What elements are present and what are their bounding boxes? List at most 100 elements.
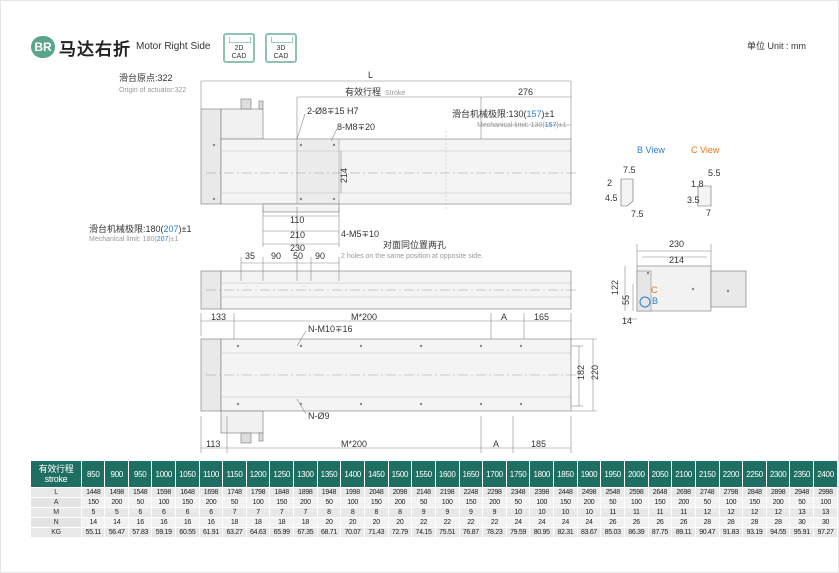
dim-230: 230 [290, 243, 305, 253]
table-cell: 150 [175, 497, 200, 508]
table-cell: 200 [482, 497, 507, 508]
table-cell: 2448 [553, 487, 578, 498]
table-cell: 1698 [198, 487, 224, 498]
stroke-header-cell: 1650 [458, 460, 484, 488]
table-cell: 30 [813, 517, 838, 528]
cad-2d-sub: CAD [231, 53, 247, 60]
cad-2d-button[interactable]: 2D CAD [223, 33, 255, 63]
row-label: N [29, 517, 83, 528]
table-cell: 80.95 [529, 527, 555, 538]
table-cell: 67.35 [293, 527, 318, 538]
table-cell: 1548 [127, 487, 153, 498]
cad-3d-button[interactable]: 3D CAD [265, 33, 297, 63]
table-cell: 1798 [245, 487, 271, 498]
technical-drawing: 滑台原点:322 Origin of actuator:322 L 有效行程 S… [89, 70, 747, 453]
table-cell: 150 [269, 497, 295, 508]
table-cell: 16 [151, 517, 177, 528]
table-cell: 90.47 [694, 527, 720, 538]
table-cell: 2148 [411, 487, 436, 498]
table-cell: 7 [269, 507, 295, 518]
table-cell: 20 [340, 517, 365, 528]
table-cell: 28 [718, 517, 744, 528]
table-cell: 94.55 [765, 527, 791, 538]
section-dim-230: 230 [669, 239, 684, 249]
table-cell: 64.63 [245, 527, 271, 538]
table-cell: 60.55 [175, 527, 200, 538]
table-cell: 200 [198, 497, 224, 508]
table-cell: 2398 [529, 487, 555, 498]
table-cell: 100 [434, 497, 460, 508]
stroke-header-cn: 有效行程 [38, 464, 74, 474]
page-subtitle: Motor Right Side [136, 41, 211, 52]
table-cell: 1448 [81, 487, 106, 498]
b-dim-4-5: 4.5 [605, 193, 618, 203]
table-cell: 78.23 [482, 527, 507, 538]
origin-label-en: Origin of actuator:322 [119, 87, 186, 94]
table-cell: 100 [151, 497, 177, 508]
table-cell: 87.75 [647, 527, 673, 538]
table-cell: 6 [175, 507, 200, 518]
table-cell: 2898 [765, 487, 791, 498]
table-cell: 50 [505, 497, 531, 508]
table-cell: 100 [623, 497, 649, 508]
table-cell: 18 [245, 517, 271, 528]
stroke-header-cell: 1300 [293, 460, 318, 488]
table-cell: 7 [245, 507, 271, 518]
section-marker-c: C [651, 285, 658, 295]
table-cell: 12 [742, 507, 767, 518]
dim-A-bottom: A [493, 439, 499, 449]
table-cell: 83.67 [576, 527, 602, 538]
table-cell: 79.59 [505, 527, 531, 538]
c-dim-5-5: 5.5 [708, 168, 721, 178]
stroke-header-cell: 1250 [269, 460, 295, 488]
section-marker-b: B [652, 296, 658, 306]
table-cell: 2998 [813, 487, 838, 498]
c-dim-1-8: 1.8 [691, 179, 704, 189]
table-cell: 150 [363, 497, 389, 508]
table-cell: 86.39 [623, 527, 649, 538]
actuator-body-top [220, 138, 572, 205]
table-cell: 200 [104, 497, 129, 508]
table-cell: 71.43 [363, 527, 389, 538]
table-cell: 91.83 [718, 527, 744, 538]
stroke-header-cell: 850 [81, 460, 106, 488]
table-cell: 100 [813, 497, 838, 508]
dim-M200-top: M*200 [351, 312, 377, 322]
dim-133: 133 [211, 312, 226, 322]
table-cell: 8 [316, 507, 342, 518]
table-cell: 11 [671, 507, 696, 518]
table-cell: 150 [647, 497, 673, 508]
b-dim-2: 2 [607, 178, 612, 188]
table-cell: 10 [529, 507, 555, 518]
table-cell: 50 [222, 497, 247, 508]
table-cell: 150 [458, 497, 484, 508]
table-cell: 2848 [742, 487, 767, 498]
table-cell: 22 [411, 517, 436, 528]
table-cell: 26 [671, 517, 696, 528]
table-cell: 2648 [647, 487, 673, 498]
table-cell: 10 [576, 507, 602, 518]
table-cell: 14 [81, 517, 106, 528]
table-cell: 24 [576, 517, 602, 528]
dim-M200-bottom: M*200 [341, 439, 367, 449]
motor-cover-top [220, 108, 264, 140]
table-cell: 16 [198, 517, 224, 528]
table-cell: 2498 [576, 487, 602, 498]
stroke-header-cell: 1600 [434, 460, 460, 488]
table-cell: 11 [600, 507, 625, 518]
table-cell: 1898 [293, 487, 318, 498]
slider-top [296, 138, 340, 205]
dim-113: 113 [206, 439, 220, 449]
table-cell: 1598 [151, 487, 177, 498]
c-dim-7: 7 [706, 208, 711, 218]
table-cell: 9 [434, 507, 460, 518]
table-cell: 74.15 [411, 527, 436, 538]
c-dim-3-5: 3.5 [687, 195, 700, 205]
stroke-header-cell: 1850 [553, 460, 578, 488]
model-badge: BR [31, 36, 55, 58]
section-dim-214: 214 [669, 255, 684, 265]
stroke-header-cell: 2100 [671, 460, 696, 488]
